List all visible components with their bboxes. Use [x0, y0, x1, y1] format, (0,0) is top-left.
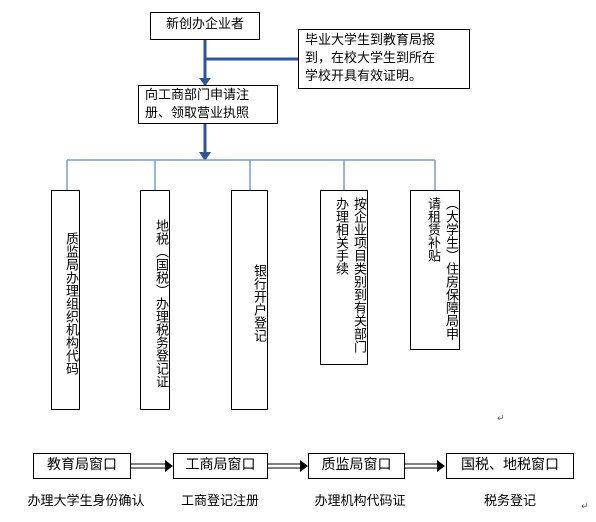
register-line-1: 向工商部门申请注: [145, 88, 250, 103]
window-education: 教育局窗口: [33, 453, 131, 479]
paragraph-mark-icon: ↵: [581, 502, 589, 512]
branch-box-tax: 地税（国税）办理税务登记证: [140, 190, 170, 410]
branch-label-quality: 质监局办理组织机构代码: [63, 231, 78, 375]
process-arrow-1: [131, 460, 173, 472]
process-arrow-2: [268, 460, 308, 472]
note-line-3: 学校开具有效证明。: [305, 69, 423, 84]
branch-box-quality: 质监局办理组织机构代码: [51, 190, 80, 410]
process-arrow-3: [405, 460, 445, 472]
branch-label-housing: （大学生）住房保障局申请租赁补贴: [425, 197, 458, 340]
window-quality: 质监局窗口: [308, 453, 405, 479]
register-box: 向工商部门申请注 册、领取营业执照: [138, 85, 278, 124]
branch-label-tax: 地税（国税）办理税务登记证: [153, 218, 168, 388]
branch-box-housing: （大学生）住房保障局申请租赁补贴: [410, 190, 460, 350]
register-line-2: 册、领取营业执照: [145, 106, 250, 121]
branch-box-industry: 按企业项目类别到有关部门办理相关手续: [320, 190, 368, 365]
window-quality-label: 质监局窗口: [321, 457, 392, 473]
start-label: 新创办企业者: [165, 17, 244, 32]
start-box: 新创办企业者: [150, 12, 260, 40]
note-line-1: 毕业大学生到教育局报: [305, 33, 436, 48]
note-box: 毕业大学生到教育局报 到，在校大学生到所在 学校开具有效证明。: [298, 29, 470, 89]
window-tax: 国税、地税窗口: [446, 453, 574, 479]
window-commerce-label: 工商局窗口: [185, 457, 256, 473]
branch-box-bank: 银行开户登记: [231, 190, 268, 410]
window-tax-label: 国税、地税窗口: [461, 457, 559, 473]
trunk-arrow-bottom: [199, 152, 211, 161]
branch-label-bank: 银行开户登记: [251, 264, 266, 342]
paragraph-mark-icon: ↵: [497, 414, 505, 424]
branch-label-industry: 按企业项目类别到有关部门办理相关手续: [333, 197, 366, 353]
caption-tax: 税务登记: [483, 494, 536, 509]
caption-quality: 办理机构代码证: [314, 494, 406, 509]
window-education-label: 教育局窗口: [47, 457, 117, 473]
caption-education: 办理大学生身份确认: [27, 494, 145, 509]
caption-commerce: 工商登记注册: [180, 494, 259, 509]
trunk-arrow-top: [199, 78, 211, 86]
window-commerce: 工商局窗口: [173, 453, 268, 479]
note-line-2: 到，在校大学生到所在: [305, 51, 436, 66]
